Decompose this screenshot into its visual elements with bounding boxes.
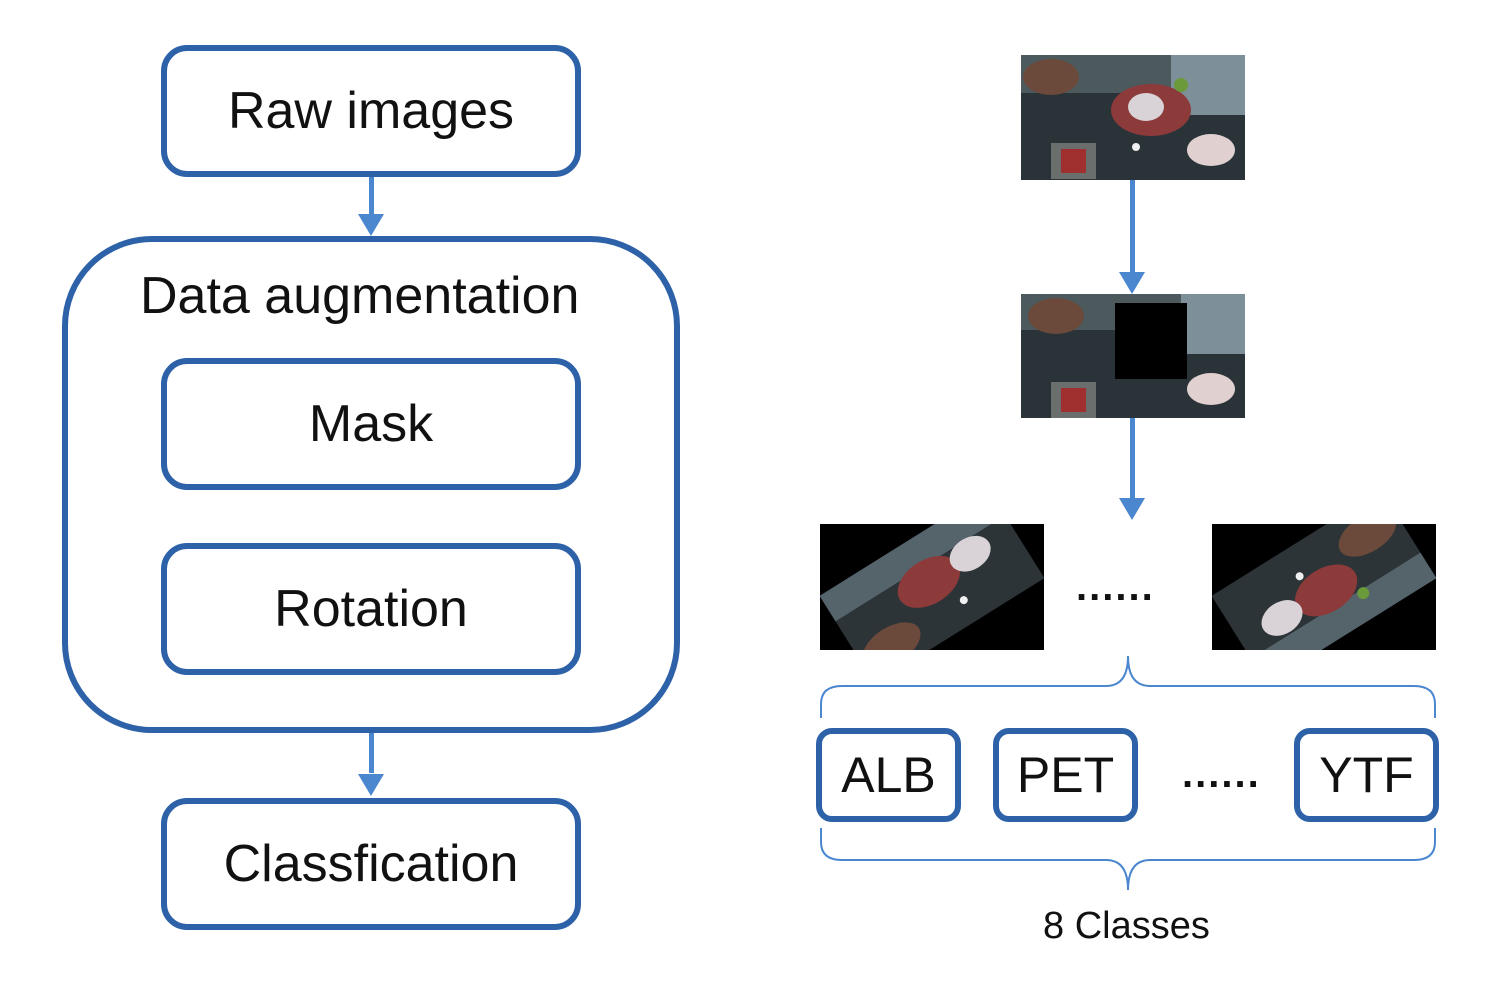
images-ellipsis: ......: [1076, 565, 1155, 609]
classes-bottom-brace: [820, 828, 1436, 891]
class-box-pet: PET: [993, 728, 1138, 822]
classes-count-caption: 8 Classes: [1043, 905, 1210, 947]
arrowhead-raw-to-augmentation: [358, 214, 384, 236]
rotation-label: Rotation: [274, 580, 468, 638]
classes-ellipsis: ......: [1182, 752, 1261, 796]
arrowhead-photo-to-masked: [1119, 272, 1145, 294]
raw-images-label: Raw images: [227, 82, 515, 140]
class-box-ytf: YTF: [1294, 728, 1439, 822]
rotation-box: Rotation: [161, 543, 581, 675]
arrow-raw-to-augmentation: [369, 177, 374, 217]
arrowhead-augmentation-to-classification: [358, 774, 384, 796]
arrow-photo-to-masked: [1130, 180, 1135, 276]
arrow-masked-to-rotated: [1130, 418, 1135, 500]
arrow-augmentation-to-classification: [369, 733, 374, 773]
mask-box: Mask: [161, 358, 581, 490]
rotated-photo-left: [820, 524, 1044, 650]
classification-box: Classfication: [161, 798, 581, 930]
class-box-alb: ALB: [816, 728, 961, 822]
class-label-alb: ALB: [841, 747, 936, 803]
masked-fish-photo: [1021, 294, 1245, 418]
classification-label: Classfication: [223, 835, 519, 893]
data-augmentation-title: Data augmentation: [140, 267, 580, 325]
raw-images-box: Raw images: [161, 45, 581, 177]
class-label-pet: PET: [1016, 747, 1115, 803]
rotated-photo-right: [1212, 524, 1436, 650]
classes-top-brace: [820, 655, 1436, 718]
raw-fish-photo: [1021, 55, 1245, 180]
arrowhead-masked-to-rotated: [1119, 498, 1145, 520]
mask-label: Mask: [308, 395, 434, 453]
class-label-ytf: YTF: [1319, 747, 1414, 803]
